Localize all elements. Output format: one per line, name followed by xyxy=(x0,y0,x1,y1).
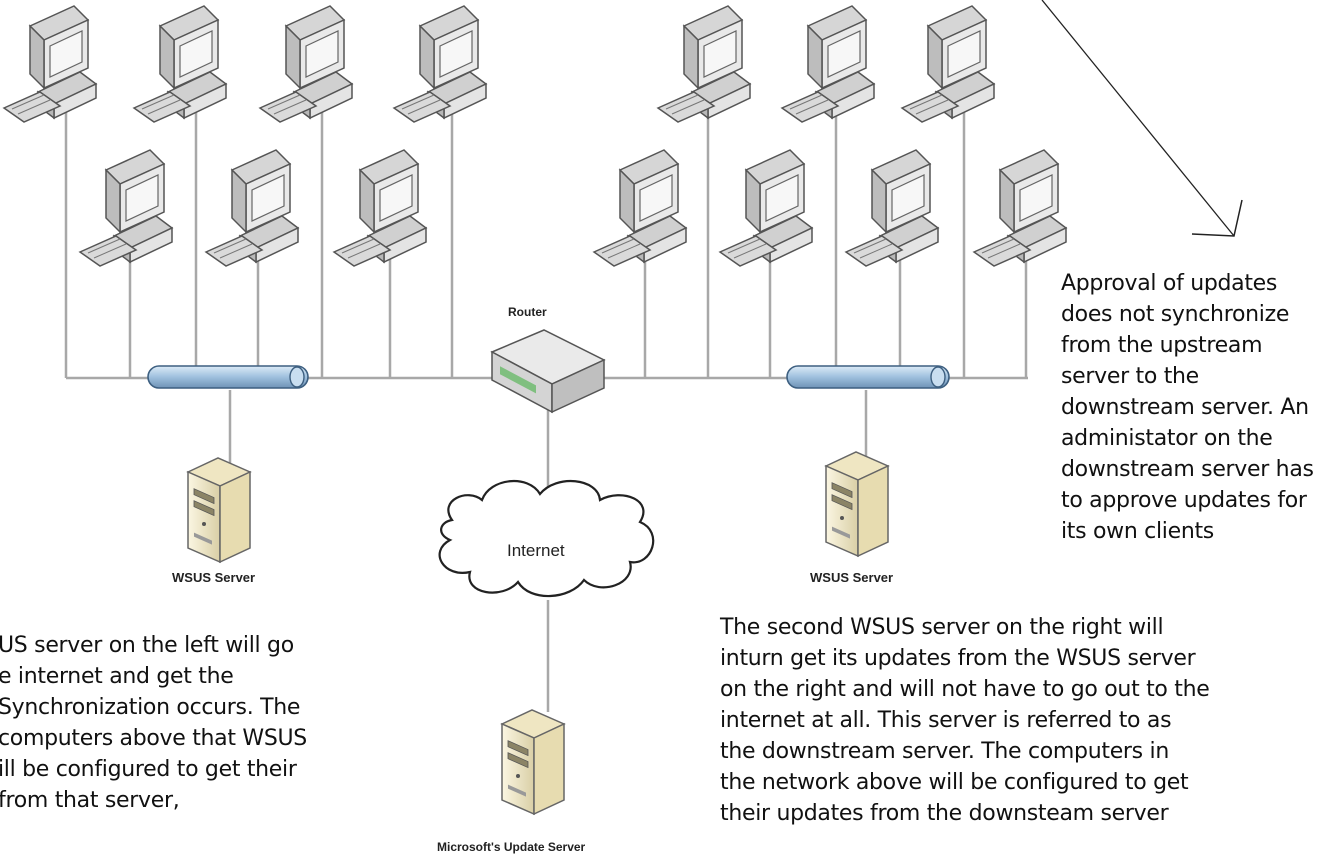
wsus-left-server-icon xyxy=(187,457,251,563)
microsoft-server-icon xyxy=(501,709,565,815)
left-note-line: from that server, xyxy=(0,788,180,813)
wsus-right-bus-body xyxy=(786,365,950,389)
wsus-right-bus xyxy=(786,365,950,389)
right-note-line: their updates from the downsteam server xyxy=(720,801,1169,826)
router-icon xyxy=(490,329,606,414)
approval-note-line: from the upstream xyxy=(1061,333,1263,358)
computer-icon xyxy=(901,5,995,123)
computer-icon xyxy=(79,149,173,267)
microsoft-server-label: Microsoft's Update Server xyxy=(437,840,586,854)
router-side xyxy=(551,358,605,414)
left-note-line: US server on the left will go xyxy=(0,633,294,658)
computer-icon xyxy=(719,149,813,267)
wsus-right-server-icon xyxy=(825,451,889,557)
router-label: Router xyxy=(508,305,547,319)
right-note-line: The second WSUS server on the right will xyxy=(720,615,1164,640)
wsus-left-bus xyxy=(147,365,309,389)
wsus-left-bus-cap xyxy=(289,366,305,388)
approval-note-line: Approval of updates xyxy=(1061,271,1278,296)
approval-note-line: administator on the xyxy=(1061,426,1273,451)
right-note-line: the network above will be configured to … xyxy=(720,770,1189,795)
computer-icon xyxy=(657,5,751,123)
network-buses xyxy=(147,365,950,389)
annotation-arrowhead xyxy=(1191,199,1243,237)
approval-note-line: downstream server. An xyxy=(1061,395,1309,420)
internet-label: Internet xyxy=(507,541,565,560)
left-note-line: Synchronization occurs. The xyxy=(0,695,301,720)
approval-note-line: to approve updates for xyxy=(1061,488,1307,513)
router-leds xyxy=(500,366,536,394)
computer-icon xyxy=(205,149,299,267)
left-note-line: e internet and get the xyxy=(0,664,234,689)
approval-note: Approval of updates does not synchronize… xyxy=(1061,268,1314,547)
approval-note-line: does not synchronize xyxy=(1061,302,1290,327)
computer-icon xyxy=(259,5,353,123)
right-server-note: The second WSUS server on the right will… xyxy=(720,612,1210,829)
computer-icon xyxy=(845,149,939,267)
wsus-left-label: WSUS Server xyxy=(172,570,256,585)
computer-icon xyxy=(781,5,875,123)
approval-note-line: downstream server has xyxy=(1061,457,1314,482)
left-server-note: US server on the left will go e internet… xyxy=(0,630,307,816)
left-note-line: ill be configured to get their xyxy=(0,757,297,782)
annotation-arrow-line xyxy=(1041,0,1235,237)
right-note-line: inturn get its updates from the WSUS ser… xyxy=(720,646,1196,671)
internet-cloud-icon xyxy=(438,480,655,598)
computer-icon xyxy=(333,149,427,267)
wsus-right-label: WSUS Server xyxy=(810,570,894,585)
right-note-line: on the right and will not have to go out… xyxy=(720,677,1210,702)
computer-icon xyxy=(593,149,687,267)
computer-icon xyxy=(3,5,97,123)
left-note-line: computers above that WSUS xyxy=(0,726,307,751)
computer-icon xyxy=(393,5,487,123)
computer-icon xyxy=(133,5,227,123)
computer-icon xyxy=(973,149,1067,267)
wsus-left-bus-body xyxy=(147,365,309,389)
wsus-right-bus-cap xyxy=(930,366,946,388)
right-note-line: the downstream server. The computers in xyxy=(720,739,1169,764)
right-note-line: internet at all. This server is referred… xyxy=(720,708,1172,733)
approval-note-line: its own clients xyxy=(1061,519,1214,544)
network-devices xyxy=(3,5,1067,815)
approval-note-line: server to the xyxy=(1061,364,1199,389)
